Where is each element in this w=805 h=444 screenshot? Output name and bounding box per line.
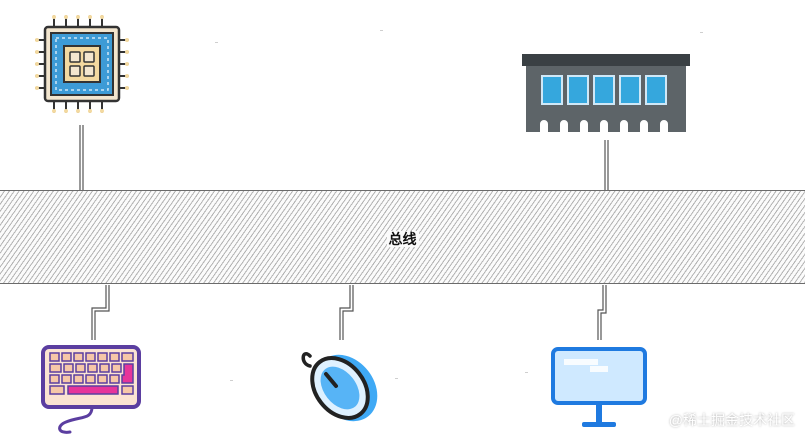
speck [215,42,218,43]
speck [700,32,703,33]
memory-module-icon [522,54,690,132]
system-bus: 总线 [0,190,805,284]
speck [395,378,398,379]
keyboard-connector [91,285,107,340]
monitor-icon [551,347,647,427]
speck [230,380,233,381]
monitor-connector [597,285,604,340]
speck [525,372,528,373]
mouse-icon [301,352,378,422]
speck [380,30,383,31]
keyboard-icon [41,345,141,434]
watermark: @稀土掘金技术社区 [668,412,795,428]
mouse-connector [339,285,351,340]
cpu-chip-icon [35,15,129,113]
bus-label: 总线 [386,231,419,247]
